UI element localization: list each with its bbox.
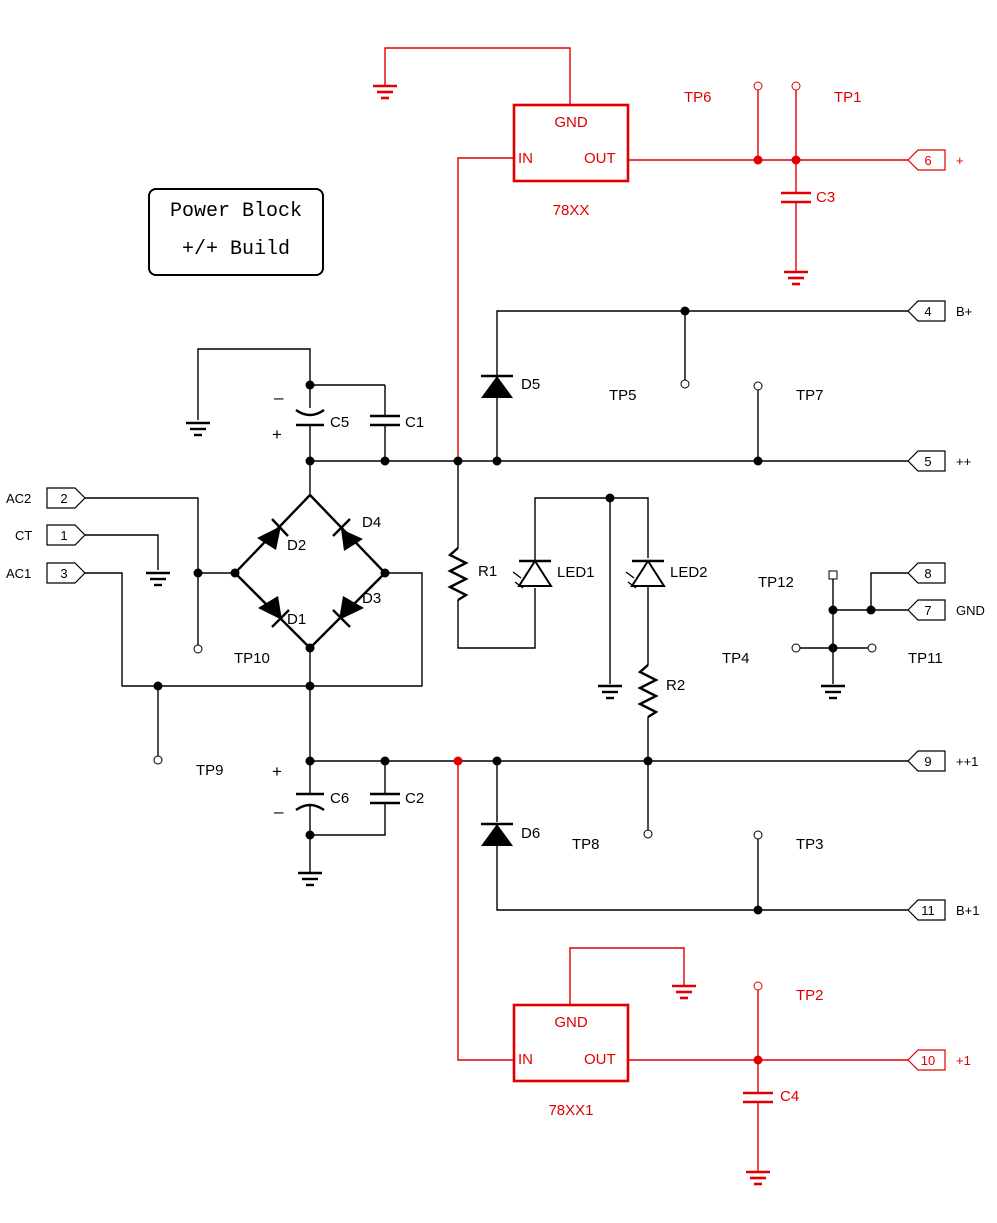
- connector-5-num: 5: [924, 454, 931, 469]
- c6-label: C6: [330, 790, 349, 807]
- connector-5-name: ++: [956, 454, 971, 469]
- ground-icon: [672, 984, 696, 1000]
- c5-plus: +: [272, 425, 282, 444]
- reg-top-gnd-label: GND: [554, 114, 588, 131]
- r1-label: R1: [478, 563, 497, 580]
- connector-3-num: 3: [60, 566, 67, 581]
- title-block: Power Block +/+ Build: [148, 188, 324, 276]
- d5-label: D5: [521, 376, 540, 393]
- led1: [512, 559, 553, 589]
- c4-label: C4: [780, 1088, 799, 1105]
- d3-label: D3: [362, 590, 381, 607]
- title-line2: +/+ Build: [182, 238, 290, 261]
- led1-label: LED1: [557, 564, 595, 581]
- connector-7-num: 7: [924, 603, 931, 618]
- connector-11[interactable]: 11 B+1: [907, 899, 980, 921]
- tp2-label: TP2: [796, 987, 824, 1004]
- reg-top-in-label: IN: [518, 150, 533, 167]
- reg-bottom-out-label: OUT: [584, 1051, 616, 1068]
- d1-label: D1: [287, 611, 306, 628]
- connector-7-name: GND: [956, 603, 985, 618]
- led2: [625, 559, 666, 589]
- regulator-top: GND IN OUT 78XX TP6 TP1 C3: [373, 47, 908, 461]
- d4-label: D4: [362, 514, 381, 531]
- connector-3[interactable]: 3 AC1: [6, 562, 86, 584]
- connector-10-name: +1: [956, 1053, 971, 1068]
- connector-6-name: +: [956, 153, 964, 168]
- ground-icon: [298, 871, 322, 887]
- reg-bottom-name: 78XX1: [548, 1102, 593, 1119]
- reg-top-out-label: OUT: [584, 150, 616, 167]
- connector-4[interactable]: 4 B+: [907, 300, 972, 322]
- tp8-label: TP8: [572, 836, 600, 853]
- tp10-label: TP10: [234, 650, 270, 667]
- tp12-label: TP12: [758, 574, 794, 591]
- c6-plus: +: [272, 762, 282, 781]
- c6-minus: –: [274, 802, 284, 821]
- d2-label: D2: [287, 537, 306, 554]
- r2-label: R2: [666, 677, 685, 694]
- ground-icon: [146, 571, 170, 587]
- connector-6[interactable]: 6 +: [907, 149, 964, 171]
- c2-label: C2: [405, 790, 424, 807]
- connector-10[interactable]: 10 +1: [907, 1049, 971, 1071]
- ground-icon: [821, 684, 845, 700]
- ground-icon: [373, 84, 397, 100]
- led2-label: LED2: [670, 564, 708, 581]
- tp11-label: TP11: [908, 650, 943, 667]
- connector-4-num: 4: [924, 304, 931, 319]
- connector-9-num: 9: [924, 754, 931, 769]
- ground-icon: [186, 421, 210, 437]
- reg-bottom-in-label: IN: [518, 1051, 533, 1068]
- ground-icon: [784, 270, 808, 286]
- bridge-rectifier: [230, 461, 390, 653]
- connector-10-num: 10: [921, 1053, 935, 1068]
- ground-icon: [746, 1170, 770, 1186]
- d6-label: D6: [521, 825, 540, 842]
- tp5-label: TP5: [609, 387, 637, 404]
- reg-bottom-gnd-label: GND: [554, 1014, 588, 1031]
- c5-label: C5: [330, 414, 349, 431]
- tp9-label: TP9: [196, 762, 224, 779]
- tp7-label: TP7: [796, 387, 824, 404]
- regulator-bottom: GND IN OUT 78XX1 TP2 C4: [457, 761, 908, 1186]
- connector-1-num: 1: [60, 528, 67, 543]
- title-line1: Power Block: [170, 200, 302, 223]
- connector-5[interactable]: 5 ++: [907, 450, 971, 472]
- connector-7[interactable]: 7 GND: [907, 599, 985, 621]
- connector-8-num: 8: [924, 566, 931, 581]
- diode-d5: [481, 374, 513, 461]
- c1-label: C1: [405, 414, 424, 431]
- connector-3-name: AC1: [6, 566, 31, 581]
- connector-2[interactable]: 2 AC2: [6, 487, 86, 509]
- c5-minus: –: [274, 388, 284, 407]
- c3-label: C3: [816, 189, 835, 206]
- connector-8[interactable]: 8: [907, 562, 946, 584]
- connector-4-name: B+: [956, 304, 972, 319]
- connector-1[interactable]: 1 CT: [15, 524, 86, 546]
- reg-top-name: 78XX: [553, 202, 590, 219]
- tp4-label: TP4: [722, 650, 750, 667]
- connector-11-num: 11: [921, 903, 935, 918]
- ground-icon: [598, 684, 622, 700]
- connector-9[interactable]: 9 ++1: [907, 750, 978, 772]
- tp1-label: TP1: [834, 89, 862, 106]
- connector-2-num: 2: [60, 491, 67, 506]
- connector-2-name: AC2: [6, 491, 31, 506]
- connector-6-num: 6: [924, 153, 931, 168]
- diode-d6: [481, 822, 513, 846]
- connector-11-name: B+1: [956, 903, 980, 918]
- connector-9-name: ++1: [956, 754, 978, 769]
- tp6-label: TP6: [684, 89, 712, 106]
- connector-1-name: CT: [15, 528, 32, 543]
- tp3-label: TP3: [796, 836, 824, 853]
